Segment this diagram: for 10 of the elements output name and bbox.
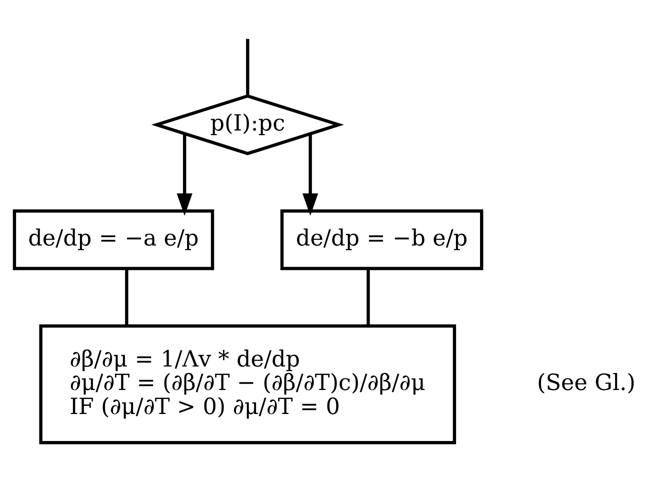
- node-diamond: p(I):pc: [151, 94, 344, 156]
- node-box: de/dp = −a e/p: [12, 209, 214, 270]
- connector: [125, 269, 128, 326]
- node-label: (See Gl.): [537, 370, 636, 396]
- arrow: [302, 134, 318, 216]
- connector: [246, 38, 250, 96]
- node-box: ∂β/∂μ = 1/Λv * de/dp ∂μ/∂T = (∂β/∂T − (∂β/∂T)c)/∂β/∂μ IF (∂μ/∂T > 0) ∂μ/∂T = 0: [39, 324, 456, 444]
- connector: [366, 269, 370, 326]
- node-box: de/dp = −b e/p: [280, 209, 484, 270]
- arrow: [176, 134, 192, 216]
